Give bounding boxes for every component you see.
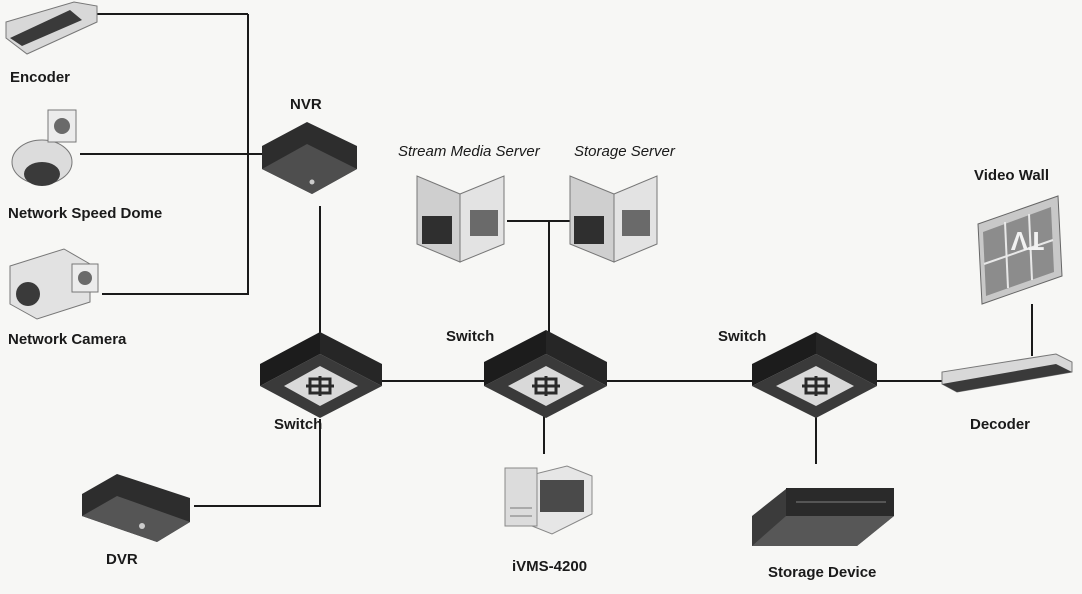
switch-right-icon[interactable]	[260, 332, 382, 418]
link-nvr-edge-devices	[102, 153, 264, 295]
network-speed-dome-icon[interactable]	[11, 109, 77, 186]
label-stream-media-server: Stream Media Server	[398, 143, 541, 160]
label-speed-dome: Network Speed Dome	[8, 205, 162, 222]
label-video-wall: Video Wall	[974, 167, 1049, 184]
storage-server-icon[interactable]	[569, 175, 658, 263]
decoder-icon[interactable]	[941, 353, 1073, 393]
network-camera-icon[interactable]	[9, 248, 99, 320]
video-wall-screen-label: TV	[1010, 226, 1044, 256]
label-ivms: iVMS-4200	[512, 558, 587, 575]
nvr-icon[interactable]	[262, 122, 357, 194]
connection-lines	[80, 13, 1033, 507]
stream-media-server-icon[interactable]	[416, 175, 505, 263]
link-switch-right-dvr	[194, 419, 321, 507]
switch-center-icon[interactable]	[484, 330, 607, 418]
label-storage-server: Storage Server	[574, 143, 676, 160]
label-dvr: DVR	[106, 551, 138, 568]
labels: Encoder Network Speed Dome Network Camer…	[8, 69, 1049, 581]
label-switch-left: Switch	[718, 328, 766, 345]
label-switch-center: Switch	[446, 328, 494, 345]
dvr-icon[interactable]	[82, 474, 190, 542]
video-wall-icon[interactable]: TV	[977, 195, 1063, 305]
label-switch-right: Switch	[274, 416, 322, 433]
label-decoder: Decoder	[970, 416, 1030, 433]
encoder-icon[interactable]	[5, 1, 98, 55]
ivms-workstation-icon[interactable]	[504, 465, 593, 535]
label-network-camera: Network Camera	[8, 331, 127, 348]
label-encoder: Encoder	[10, 69, 70, 86]
storage-device-icon[interactable]	[752, 488, 894, 546]
label-storage-device: Storage Device	[768, 564, 876, 581]
switch-left-icon[interactable]	[752, 332, 877, 418]
label-nvr: NVR	[290, 96, 322, 113]
